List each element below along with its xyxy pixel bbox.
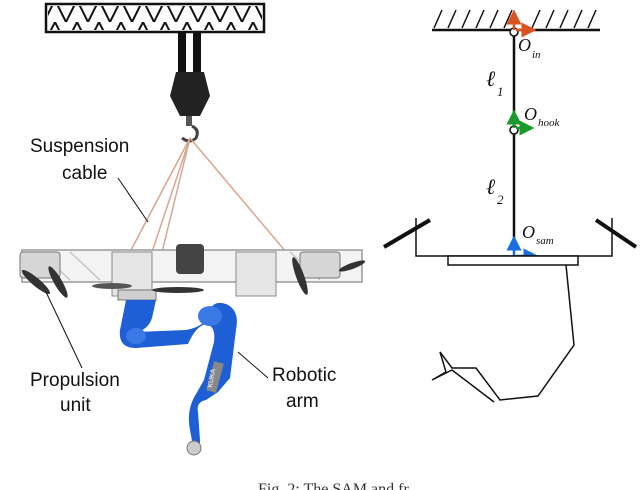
hook-assembly bbox=[170, 32, 210, 143]
robotic-arm-label-line1: Robotic bbox=[272, 365, 336, 386]
robotic-arm-leader-line bbox=[237, 351, 269, 379]
suspension-cable-label-line1: Suspension bbox=[30, 136, 129, 157]
propulsion-units bbox=[19, 251, 366, 298]
arm-schematic bbox=[431, 264, 575, 403]
suspension-leader-line bbox=[117, 177, 149, 223]
platform-schematic bbox=[382, 218, 638, 266]
robotic-arm: KUKA bbox=[119, 300, 237, 456]
suspension-cable-label-line2: cable bbox=[62, 163, 107, 184]
frame-hook-symbol: O bbox=[524, 104, 537, 124]
frame-sam-symbol: O bbox=[522, 222, 535, 242]
crane-truss bbox=[44, 2, 266, 34]
frame-sam-subscript: sam bbox=[536, 235, 554, 247]
figure-caption: Fig. 2: The SAM and fr bbox=[258, 481, 409, 490]
l2-symbol: ℓ bbox=[486, 174, 496, 199]
robotic-arm-label-line2: arm bbox=[286, 391, 319, 412]
l1-subscript: 1 bbox=[497, 84, 504, 99]
suspension-cables bbox=[129, 137, 287, 253]
l2-subscript: 2 bbox=[497, 192, 504, 207]
frame-in-subscript: in bbox=[532, 49, 541, 61]
propulsion-unit-label-line2: unit bbox=[60, 395, 91, 416]
propulsion-leader-line bbox=[45, 291, 83, 369]
propulsion-unit-label-line1: Propulsion bbox=[30, 370, 120, 391]
arm-brand-label: KUKA bbox=[207, 368, 217, 388]
ceiling-anchor bbox=[432, 9, 600, 32]
l1-symbol: ℓ bbox=[486, 66, 496, 91]
frame-hook-subscript: hook bbox=[538, 117, 561, 129]
frame-in-symbol: O bbox=[518, 35, 531, 55]
